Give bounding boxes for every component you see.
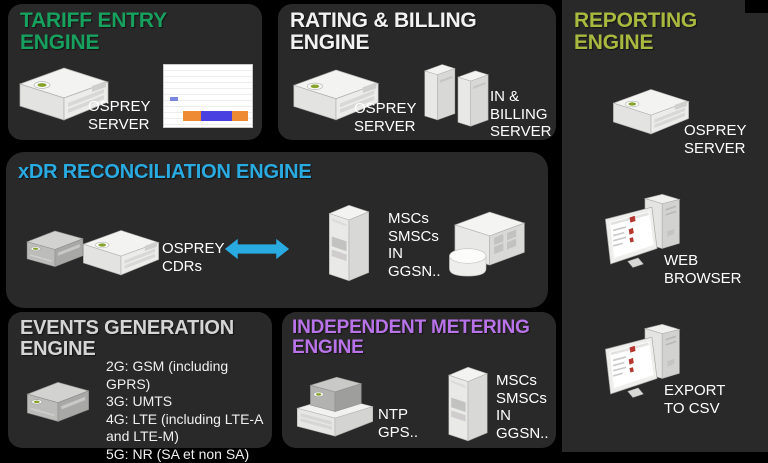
tower-servers-icon xyxy=(420,54,496,132)
tower-server-icon xyxy=(322,202,376,284)
spreadsheet-gantt-bar xyxy=(183,110,248,122)
box-server-icon xyxy=(24,372,92,430)
web-browser-label: WEB BROWSER xyxy=(664,252,742,287)
in-billing-server-label: IN & BILLING SERVER xyxy=(490,88,552,141)
spreadsheet-highlight xyxy=(170,97,179,101)
rating-billing-engine-title: RATING & BILLING ENGINE xyxy=(290,9,477,54)
network-elements-label: MSCs SMSCs IN GGSN.. xyxy=(388,210,441,281)
ntp-gps-label: NTP GPS.. xyxy=(378,406,419,441)
independent-metering-engine-panel: INDEPENDENT METERING ENGINE NTP GPS.. MS… xyxy=(282,312,556,448)
xdr-reconciliation-engine-title: xDR RECONCILIATION ENGINE xyxy=(18,161,312,183)
rack-server-icon xyxy=(610,82,692,138)
osprey-cdrs-label: OSPREY CDRs xyxy=(162,240,225,275)
tariff-entry-engine-panel: TARIFF ENTRY ENGINE OSPREY SERVER xyxy=(8,4,262,140)
corner-notch xyxy=(745,0,768,13)
osprey-server-label: OSPREY SERVER xyxy=(88,98,151,133)
export-to-csv-label: EXPORT TO CSV xyxy=(664,382,726,417)
rack-server-icon xyxy=(80,222,162,280)
events-generation-engine-title: EVENTS GENERATION ENGINE xyxy=(20,317,235,360)
reporting-engine-title: REPORTING ENGINE xyxy=(574,9,698,54)
double-arrow-icon xyxy=(224,236,290,262)
osprey-server-label: OSPREY SERVER xyxy=(684,122,747,157)
events-generation-engine-panel: EVENTS GENERATION ENGINE 2G: GSM (includ… xyxy=(8,312,272,462)
ntp-gps-device-icon xyxy=(294,364,376,446)
tower-server-icon xyxy=(442,364,494,444)
tariff-entry-engine-title: TARIFF ENTRY ENGINE xyxy=(20,9,167,54)
reporting-engine-section: REPORTING ENGINE OSPREY SERVER WEB BROWS… xyxy=(562,0,768,452)
spreadsheet-image xyxy=(163,64,253,128)
cabinet-database-icon xyxy=(444,206,528,284)
technology-list: 2G: GSM (including GPRS) 3G: UMTS 4G: LT… xyxy=(106,358,264,462)
box-server-icon xyxy=(24,222,86,274)
rating-billing-engine-panel: RATING & BILLING ENGINE OSPREY SERVER IN… xyxy=(278,4,556,140)
xdr-reconciliation-engine-panel: xDR RECONCILIATION ENGINE OSPREY CDRs MS… xyxy=(6,152,548,308)
independent-metering-engine-title: INDEPENDENT METERING ENGINE xyxy=(292,317,530,358)
network-elements-label: MSCs SMSCs IN GGSN.. xyxy=(496,372,549,443)
osprey-server-label: OSPREY SERVER xyxy=(354,100,417,135)
